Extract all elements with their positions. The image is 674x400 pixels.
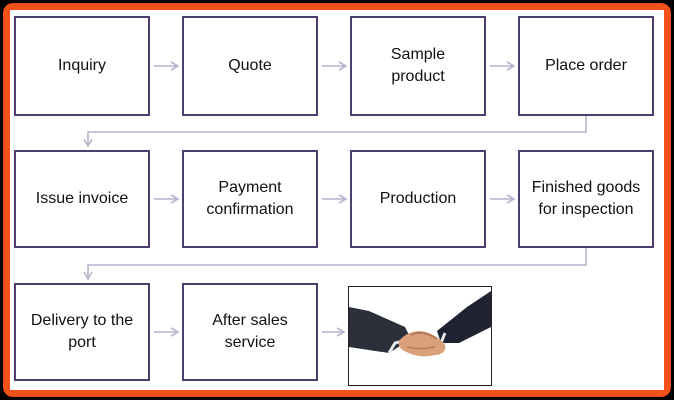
step-issue-invoice: Issue invoice bbox=[14, 150, 150, 248]
handshake-image bbox=[348, 286, 492, 386]
step-finished-goods-label: Finished goods for inspection bbox=[531, 179, 641, 218]
step-inquiry: Inquiry bbox=[14, 16, 150, 116]
step-issue-invoice-label: Issue invoice bbox=[35, 190, 129, 207]
step-quote: Quote bbox=[182, 16, 318, 116]
step-place-order-label: Place order bbox=[545, 57, 627, 74]
step-payment-confirmation: Payment confirmation bbox=[182, 150, 318, 248]
step-place-order: Place order bbox=[518, 16, 654, 116]
step-sample-product-label: Sample product bbox=[390, 46, 446, 85]
step-quote-label: Quote bbox=[228, 57, 272, 74]
step-production-label: Production bbox=[379, 190, 457, 207]
step-inquiry-label: Inquiry bbox=[57, 57, 107, 74]
arrow-order-invoice bbox=[83, 116, 587, 148]
step-delivery: Delivery to the port bbox=[14, 283, 150, 381]
step-finished-goods: Finished goods for inspection bbox=[518, 150, 654, 248]
arrow-finished-delivery bbox=[83, 248, 587, 281]
handshake-icon bbox=[349, 291, 491, 357]
step-after-sales-label: After sales service bbox=[212, 312, 288, 351]
step-production: Production bbox=[350, 150, 486, 248]
flowchart-canvas: Inquiry Quote Sample product Place order… bbox=[10, 10, 664, 390]
step-after-sales: After sales service bbox=[182, 283, 318, 381]
step-sample-product: Sample product bbox=[350, 16, 486, 116]
connectors bbox=[83, 61, 587, 337]
step-delivery-label: Delivery to the port bbox=[30, 312, 134, 351]
step-payment-confirmation-label: Payment confirmation bbox=[206, 179, 294, 218]
